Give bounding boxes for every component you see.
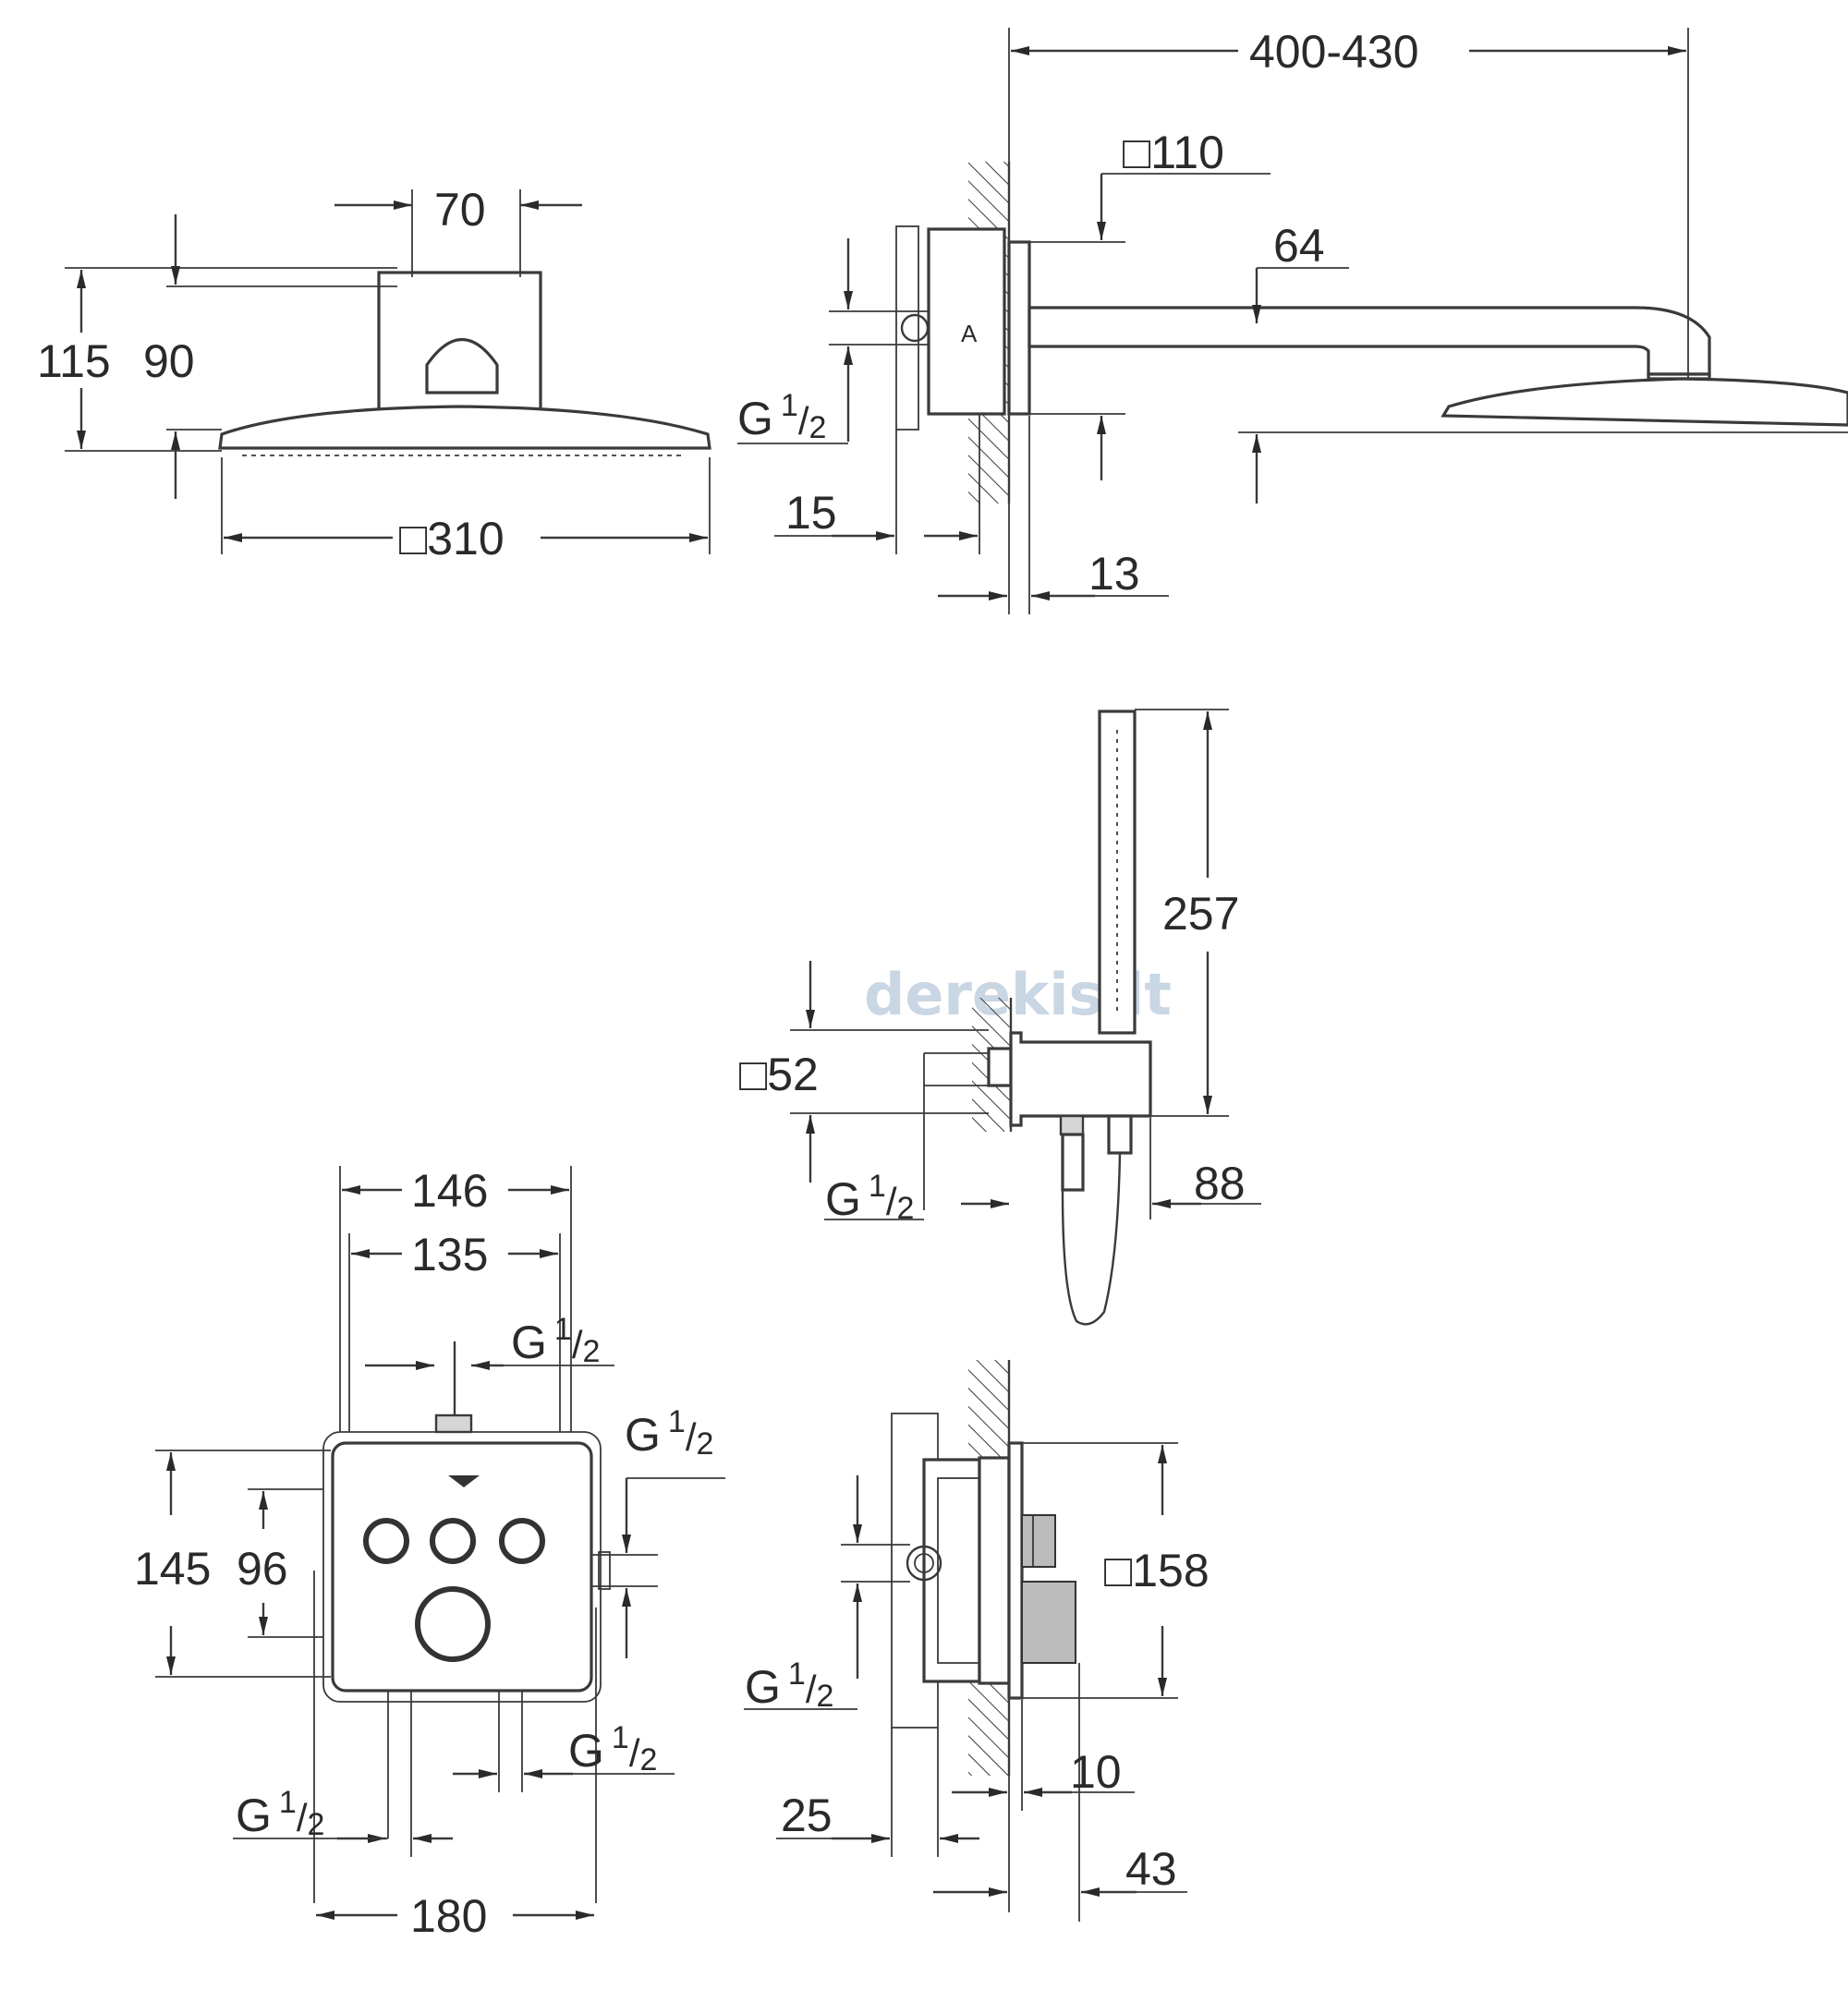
dim-hand-depth: 88 [1194, 1158, 1246, 1209]
dim-holder-size: □52 [739, 1049, 819, 1100]
dim-thermo-total-depth: 43 [1125, 1843, 1177, 1895]
head-plate-profile [218, 405, 711, 450]
marker-a-1: A [961, 320, 978, 347]
hose-connector [1059, 1114, 1085, 1136]
dim-arm-offset: 64 [1273, 220, 1325, 272]
dim-plate-size-1: □110 [1123, 127, 1224, 178]
brand-mark-icon [448, 1475, 480, 1487]
wall-plate-1 [1007, 240, 1031, 416]
dim-thermo-box-depth: 25 [781, 1790, 833, 1841]
shower-arm [1027, 306, 1711, 376]
dim-plate-depth: 13 [1088, 548, 1140, 600]
dim-hand-length: 257 [1162, 888, 1239, 940]
head-shower-front-view: 70 115 90 □310 [37, 184, 711, 564]
concealed-body-1 [927, 227, 1006, 416]
button-2-icon [430, 1518, 476, 1564]
head-side-profile [1441, 377, 1848, 427]
head-ball-joint [425, 338, 499, 394]
dim-thermo-width-outer: 146 [411, 1165, 488, 1217]
thermostat-knob-icon [415, 1586, 491, 1662]
dim-head-height-total: 115 [37, 335, 111, 387]
button-1-icon [363, 1518, 409, 1564]
thermostat-plate [331, 1441, 593, 1692]
dim-thermo-bottom-span: 180 [410, 1890, 487, 1942]
dim-arm-length: 400-430 [1249, 26, 1419, 78]
side-button-icon [1021, 1514, 1056, 1568]
dim-head-height-body: 90 [143, 335, 195, 387]
wall-holder [1009, 1031, 1152, 1127]
button-3-icon [499, 1518, 545, 1564]
thermostat-side-plate [1007, 1441, 1024, 1700]
dim-head-width: 70 [434, 184, 486, 236]
dim-thermo-cover: 10 [1070, 1746, 1122, 1798]
dim-head-diameter: □310 [399, 513, 505, 564]
dim-thermo-width-inner: 135 [411, 1229, 488, 1280]
thermostat-side-view: A □158 G1/2 10 25 43 [744, 1360, 1210, 1922]
dim-thermo-height-outer: 145 [134, 1543, 211, 1595]
side-knob-icon [1021, 1581, 1076, 1664]
dim-wall-offset: 15 [785, 487, 837, 539]
dim-thermo-plate: □158 [1104, 1545, 1210, 1596]
dim-thermo-height-inner: 96 [237, 1543, 288, 1595]
